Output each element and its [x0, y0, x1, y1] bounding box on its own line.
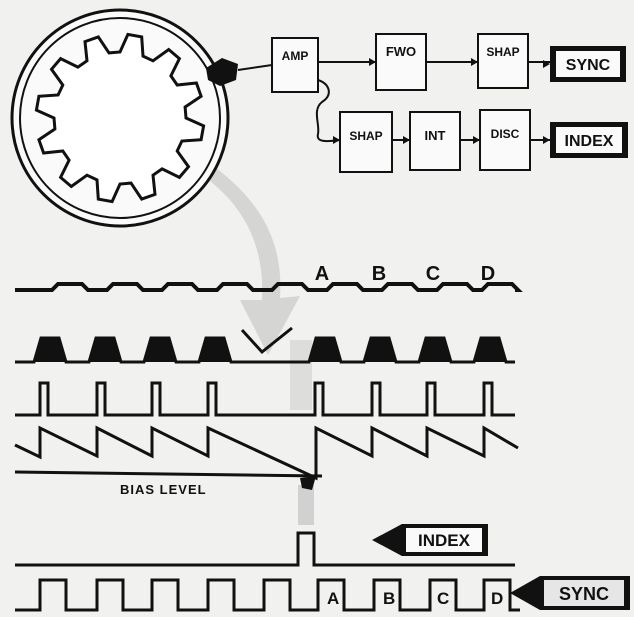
sweep-arrow-tail [290, 340, 312, 410]
integrator-ramp-trace [14, 425, 519, 481]
sync-tag-label: SYNC [559, 584, 609, 604]
index-tag: INDEX [372, 524, 488, 556]
sync-output-block: SYNC [550, 46, 626, 82]
disc-block: DISC [479, 109, 531, 171]
sync-pulse-trace [15, 578, 520, 612]
int-block: INT [409, 111, 461, 171]
bottom-slot-label-d: D [491, 589, 503, 608]
shaped-pulse-trace [15, 381, 515, 417]
bottom-slot-label-c: C [437, 589, 449, 608]
slot-labels: A B C D [315, 263, 495, 285]
fwo-label: FWO [386, 44, 416, 59]
fwo-block: FWO [375, 33, 427, 91]
index-output-label: INDEX [565, 133, 614, 150]
toothed-disc [10, 8, 230, 228]
check-mark [240, 326, 293, 355]
slot-label-b: B [372, 263, 386, 285]
pickup-head [206, 58, 238, 86]
shap-top-label: SHAP [486, 45, 519, 59]
bottom-slot-label-a: A [327, 589, 339, 608]
index-output-block: INDEX [550, 122, 628, 158]
sync-output-label: SYNC [566, 57, 611, 74]
int-label: INT [425, 128, 446, 143]
slot-label-c: C [426, 263, 440, 285]
arrowheads [333, 58, 550, 144]
disc-label: DISC [491, 127, 520, 141]
index-tag-label: INDEX [418, 531, 471, 550]
sync-tag: SYNC [510, 576, 630, 610]
bias-level-line [14, 470, 323, 478]
amplified-signal-trace [15, 336, 515, 364]
bottom-slot-labels: A B C D [327, 589, 503, 608]
raw-signal-trace [15, 282, 523, 292]
index-drop-arrow [298, 485, 314, 525]
shap-bottom-label: SHAP [349, 129, 382, 143]
index-pulse-trace [15, 531, 515, 567]
slot-label-a: A [315, 263, 329, 285]
waveforms [14, 282, 523, 612]
shap-top-block: SHAP [477, 33, 529, 89]
sweep-arrow [195, 160, 300, 355]
bias-crossing-marker [300, 476, 316, 490]
amp-block: AMP [271, 37, 319, 93]
shap-bottom-block: SHAP [339, 111, 393, 173]
bottom-slot-label-b: B [383, 589, 395, 608]
bias-level-label: BIAS LEVEL [120, 482, 207, 497]
amp-label: AMP [282, 49, 309, 63]
slot-label-d: D [481, 263, 495, 285]
